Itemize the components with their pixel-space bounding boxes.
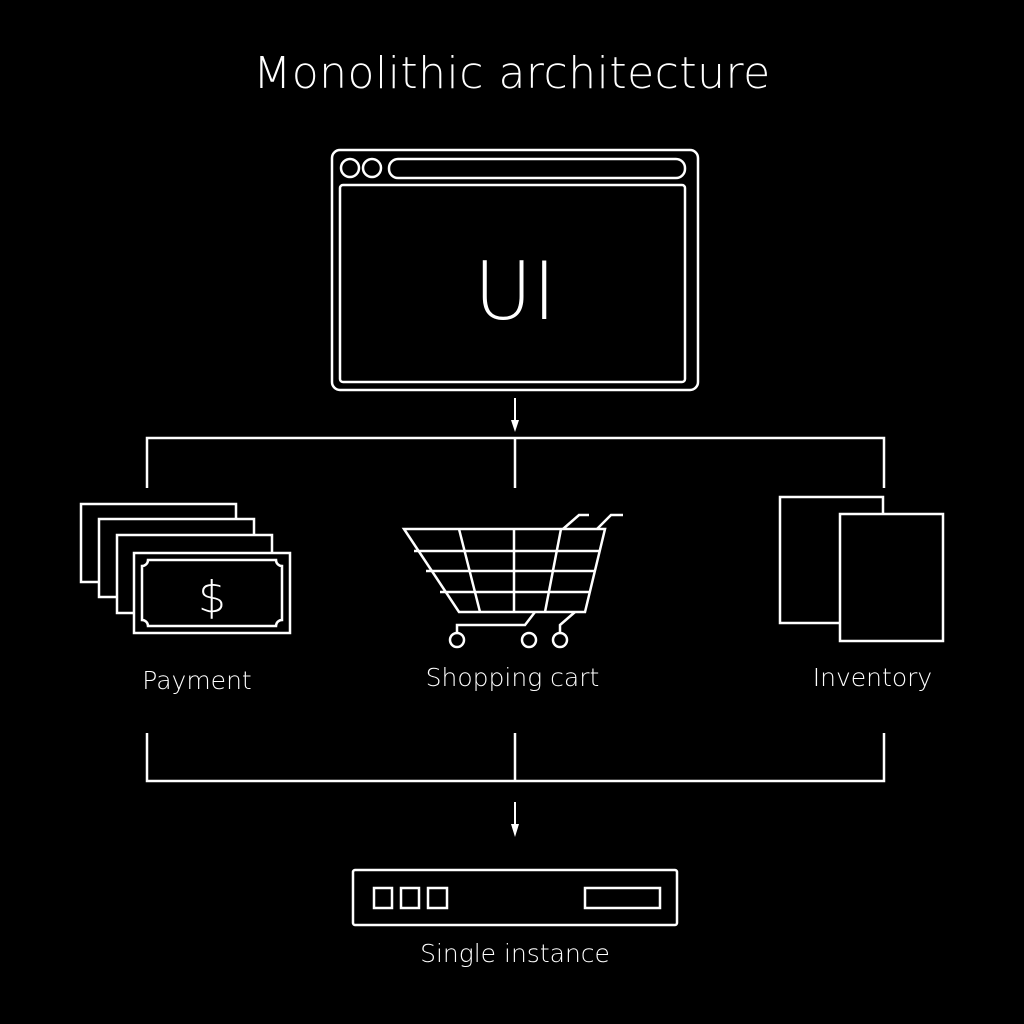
- payment-label: Payment: [142, 666, 252, 695]
- browser-window-icon: [330, 148, 700, 392]
- diagram-title: Monolithic architecture: [253, 48, 771, 99]
- shopping-cart-icon: [401, 513, 623, 649]
- top-connector: [145, 436, 886, 488]
- server-rack-icon: [351, 868, 679, 927]
- shopping-cart-label: Shopping cart: [425, 663, 600, 692]
- documents-icon: [778, 495, 945, 643]
- single-instance-label: Single instance: [420, 939, 610, 968]
- ui-label: UI: [473, 245, 557, 338]
- arrow-down-icon: [511, 398, 519, 432]
- bottom-connector: [145, 733, 886, 783]
- banknotes-icon: $: [79, 502, 292, 635]
- arrow-down-icon: [511, 802, 519, 837]
- svg-text:$: $: [198, 572, 226, 623]
- inventory-label: Inventory: [812, 663, 933, 692]
